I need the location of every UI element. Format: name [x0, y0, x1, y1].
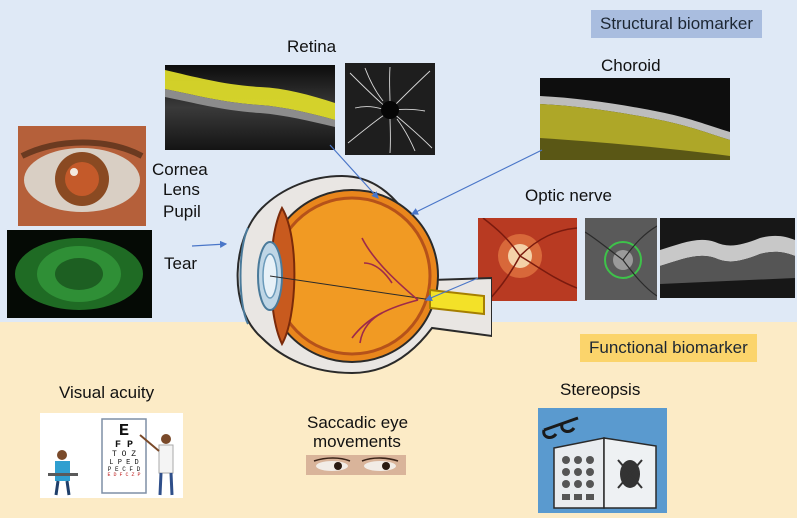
visual-acuity-label: Visual acuity [59, 383, 155, 402]
saccadic-eyes-photo [306, 455, 406, 475]
eye-chart-row-2: F P [114, 439, 133, 451]
retina-oct-image [165, 65, 335, 150]
eye-chart-row-1: E [118, 422, 130, 441]
stereopsis-test-photo [538, 408, 667, 513]
optic-nerve-fundus-photo [478, 218, 577, 301]
cornea-label: Cornea [152, 160, 208, 179]
tear-arrow [191, 240, 228, 248]
eye-chart-row-3: T O Z [111, 450, 136, 460]
structural-biomarker-heading: Structural biomarker [591, 10, 763, 38]
retina-arrow [329, 144, 379, 199]
anterior-eye-photo [18, 126, 146, 226]
saccadic-label-line1: Saccadic eye [307, 413, 409, 432]
eye-chart-row-6: E D F C Z P [107, 472, 141, 479]
stereopsis-label: Stereopsis [560, 380, 641, 399]
lens-label: Lens [163, 180, 200, 199]
eye-chart: E F P T O Z L P E D P E C F D E D F C Z … [102, 423, 146, 479]
optic-nerve-label: Optic nerve [525, 186, 612, 205]
eye-cross-section-diagram [222, 168, 492, 380]
choroid-label: Choroid [601, 56, 661, 75]
eye-chart-row-5: P E C F D [107, 466, 141, 474]
optic-nerve-arrow [424, 277, 479, 301]
visual-acuity-illustration: E F P T O Z L P E D P E C F D E D F C Z … [40, 413, 183, 498]
optic-nerve-slo-image [585, 218, 657, 300]
choroid-oct-image [540, 78, 730, 160]
retina-angiography-image [345, 63, 435, 155]
functional-biomarker-heading: Functional biomarker [580, 334, 757, 362]
saccadic-label-line2: movements [313, 432, 401, 451]
tear-label: Tear [164, 254, 198, 273]
choroid-arrow [410, 149, 543, 215]
tear-fluorescein-image [7, 230, 152, 318]
retina-label: Retina [287, 37, 337, 56]
optic-nerve-oct-image [660, 218, 795, 298]
eye-chart-row-4: L P E D [109, 458, 139, 467]
pupil-label: Pupil [163, 202, 201, 221]
